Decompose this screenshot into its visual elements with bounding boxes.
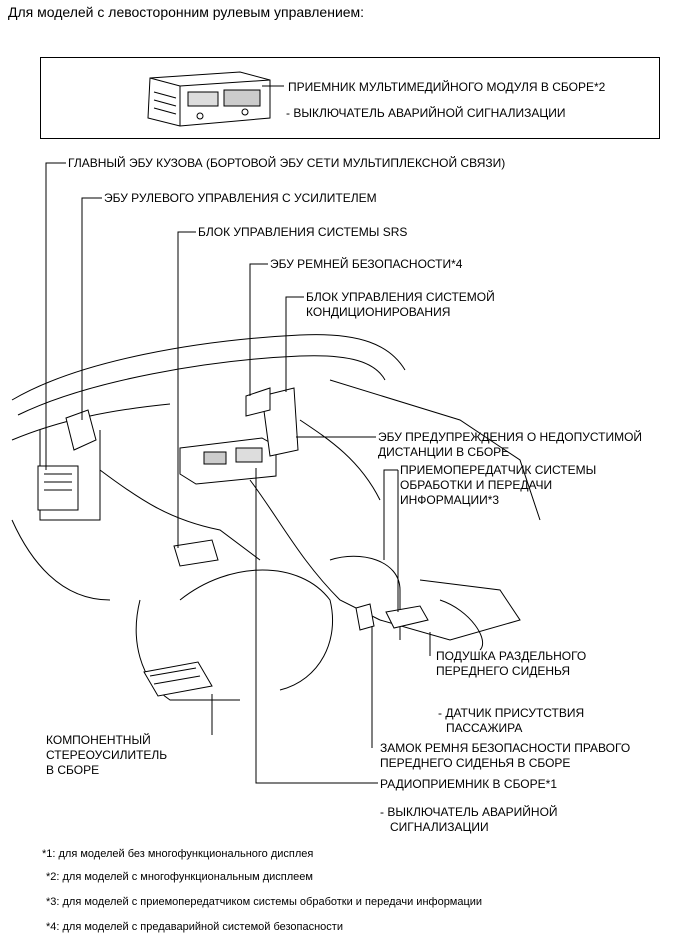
seat-cushion-label-line2: ПЕРЕДНЕГО СИДЕНЬЯ: [436, 664, 571, 678]
buckle-label-line1: ЗАМОК РЕМНЯ БЕЗОПАСНОСТИ ПРАВОГО: [380, 741, 631, 755]
amplifier-label-line3: В СБОРЕ: [46, 763, 100, 777]
eps-ecu-illustration: [65, 409, 97, 451]
radio-receiver-illustration: [179, 437, 277, 485]
occupant-sensor-label-line1: - ДАТЧИК ПРИСУТСТВИЯ: [438, 706, 585, 720]
distance-ecu-label-line2: ДИСТАНЦИИ В СБОРЕ: [378, 445, 510, 459]
multimedia-receiver-box: [40, 57, 660, 139]
multimedia-receiver-illustration: [147, 71, 271, 127]
radio-label: РАДИОПРИЕМНИК В СБОРЕ*1: [380, 777, 557, 791]
buckle-illustration: [355, 603, 375, 631]
footnote-1: *1: для моделей без многофункционального…: [42, 848, 314, 860]
receiver-label: ПРИЕМНИК МУЛЬТИМЕДИЙНОГО МОДУЛЯ В СБОРЕ*…: [288, 80, 606, 94]
seat-cushion-label-line1: ПОДУШКА РАЗДЕЛЬНОГО: [436, 649, 587, 663]
footnote-2: *2: для моделей с многофункциональным ди…: [46, 871, 313, 883]
srs-unit-illustration: [173, 539, 219, 567]
amplifier-label-line1: КОМПОНЕНТНЫЙ: [46, 733, 151, 747]
transceiver-illustration: [385, 605, 429, 629]
transceiver-label-line1: ПРИЕМОПЕРЕДАТЧИК СИСТЕМЫ: [400, 463, 597, 477]
body-ecu-illustration: [37, 465, 79, 511]
seatbelt-ecu-label: ЭБУ РЕМНЕЙ БЕЗОПАСНОСТИ*4: [270, 257, 463, 271]
leader-lines: [45, 162, 431, 784]
amplifier-illustration: [143, 661, 213, 697]
ac-unit-label-line1: БЛОК УПРАВЛЕНИЯ СИСТЕМОЙ: [306, 290, 495, 304]
occupant-sensor-label-line2: ПАССАЖИРА: [446, 721, 523, 735]
transceiver-label-line2: ОБРАБОТКИ И ПЕРЕДАЧИ: [400, 478, 553, 492]
srs-unit-label: БЛОК УПРАВЛЕНИЯ СИСТЕМЫ SRS: [198, 225, 408, 239]
eps-ecu-label: ЭБУ РУЛЕВОГО УПРАВЛЕНИЯ С УСИЛИТЕЛЕМ: [104, 191, 377, 205]
amplifier-label-line2: СТЕРЕОУСИЛИТЕЛЬ: [46, 748, 168, 762]
ac-unit-label-line2: КОНДИЦИОНИРОВАНИЯ: [306, 305, 451, 319]
page-title: Для моделей с левосторонним рулевым упра…: [8, 4, 365, 20]
hazard-switch-label: - ВЫКЛЮЧАТЕЛЬ АВАРИЙНОЙ СИГНАЛИЗАЦИИ: [286, 106, 566, 120]
ac-unit-illustration: [245, 387, 299, 457]
transceiver-label-line3: ИНФОРМАЦИИ*3: [400, 493, 500, 507]
radio-hazard-label-line2: СИГНАЛИЗАЦИИ: [390, 820, 489, 834]
distance-ecu-label-line1: ЭБУ ПРЕДУПРЕЖДЕНИЯ О НЕДОПУСТИМОЙ: [378, 430, 643, 444]
footnote-4: *4: для моделей с предаварийной системой…: [46, 921, 343, 933]
footnote-3: *3: для моделей с приемопередатчиком сис…: [46, 896, 483, 908]
body-ecu-label: ГЛАВНЫЙ ЭБУ КУЗОВА (БОРТОВОЙ ЭБУ СЕТИ МУ…: [68, 156, 506, 170]
dashboard-illustration: [11, 334, 541, 701]
buckle-label-line2: ПЕРЕДНЕГО СИДЕНЬЯ В СБОРЕ: [380, 756, 571, 770]
radio-hazard-label-line1: - ВЫКЛЮЧАТЕЛЬ АВАРИЙНОЙ: [380, 805, 558, 819]
